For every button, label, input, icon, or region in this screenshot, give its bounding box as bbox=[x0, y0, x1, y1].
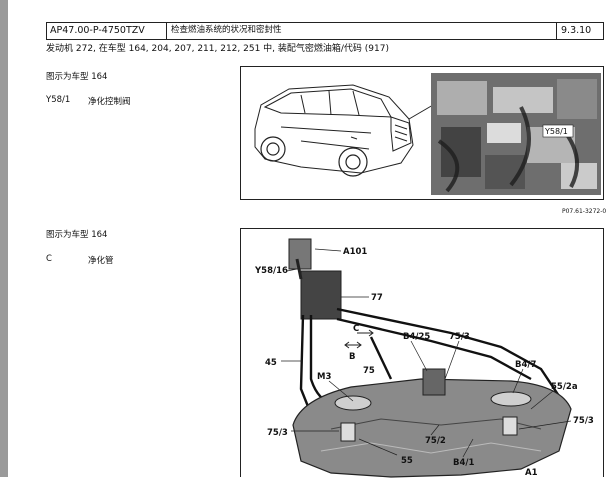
vehicle-figure: Y58/1 bbox=[240, 66, 604, 200]
section2-caption: 图示为车型 164 bbox=[46, 230, 108, 240]
label-m3: M3 bbox=[317, 372, 331, 382]
label-a1: A1 bbox=[525, 468, 538, 478]
label-b4-7: B4/7 bbox=[515, 360, 536, 370]
doc-date: 9.3.10 bbox=[561, 25, 592, 36]
section2-legend-text: 净化管 bbox=[88, 256, 114, 266]
label-55: 55 bbox=[401, 456, 413, 466]
label-55-2a: 55/2a bbox=[551, 382, 578, 392]
label-a101: A101 bbox=[343, 247, 367, 257]
fuel-system-illustration: A101 Y58/16 77 C B B4/25 75/3 45 M3 75 B… bbox=[254, 238, 594, 478]
section2-legend-code: C bbox=[46, 254, 52, 264]
label-b4-1: B4/1 bbox=[453, 458, 474, 468]
vehicle-illustration: Y58/1 bbox=[254, 73, 601, 195]
fuel-system-diagram: A101 Y58/16 77 C B B4/25 75/3 45 M3 75 B… bbox=[240, 228, 604, 478]
label-b4-25: B4/25 bbox=[403, 332, 430, 342]
label-b: B bbox=[349, 352, 355, 362]
label-75-3-right: 75/3 bbox=[573, 416, 594, 426]
label-77: 77 bbox=[371, 293, 383, 303]
label-c: C bbox=[353, 324, 359, 334]
doc-title: 检查燃油系统的状况和密封性 bbox=[167, 23, 557, 39]
label-75: 75 bbox=[363, 366, 375, 376]
photo-label-y58-1: Y58/1 bbox=[544, 127, 568, 136]
section1-legend-text: 净化控制阀 bbox=[88, 97, 131, 107]
label-45: 45 bbox=[265, 358, 277, 368]
label-75-2: 75/2 bbox=[425, 436, 446, 446]
document-header: AP47.00-P-4750TZV 检查燃油系统的状况和密封性 9.3.10 bbox=[46, 22, 604, 40]
section1-caption: 图示为车型 164 bbox=[46, 72, 108, 82]
label-75-3-top: 75/3 bbox=[449, 332, 470, 342]
label-75-3-left: 75/3 bbox=[267, 428, 288, 438]
section1-legend-code: Y58/1 bbox=[46, 95, 71, 105]
label-y58-16: Y58/16 bbox=[254, 266, 288, 276]
figure-id: P07.61-3272-0 bbox=[562, 208, 606, 215]
left-margin-bar bbox=[0, 0, 8, 477]
applicability-line: 发动机 272, 在车型 164, 204, 207, 211, 212, 25… bbox=[46, 44, 389, 54]
doc-code: AP47.00-P-4750TZV bbox=[47, 23, 167, 39]
